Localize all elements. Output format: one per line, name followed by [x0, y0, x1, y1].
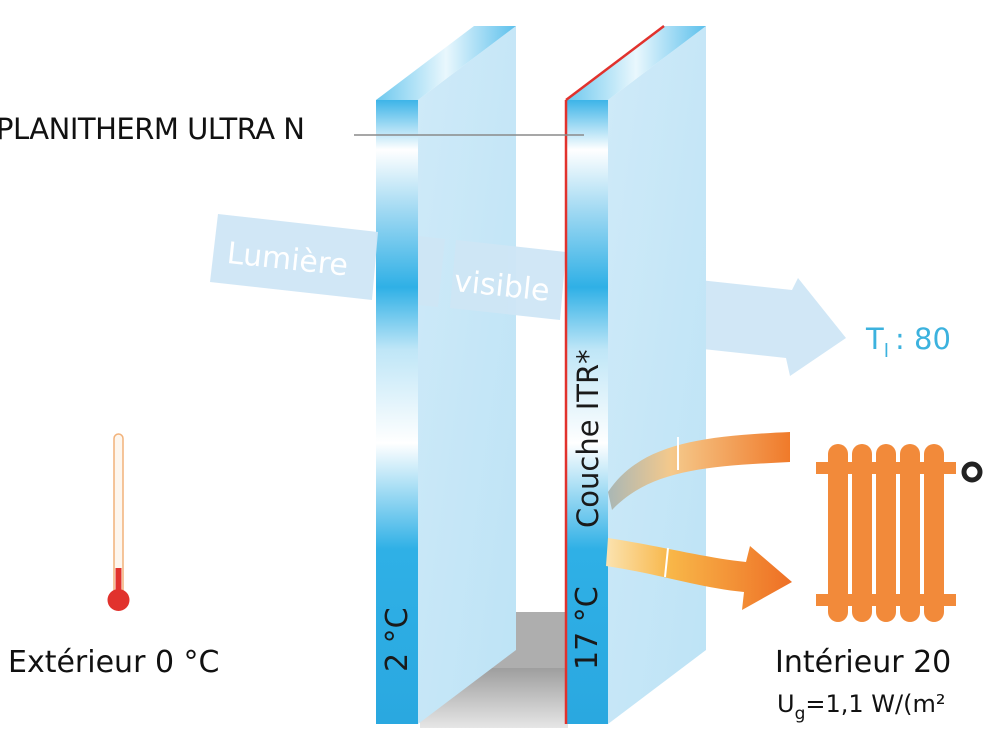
ug-symbol: U	[777, 690, 795, 718]
inner-pane-temperature: 17 °C	[570, 586, 605, 670]
ug-value: =1,1 W/(m²	[805, 690, 946, 718]
interior-label: Intérieur 20	[775, 645, 952, 680]
thermometer-icon	[107, 433, 130, 611]
radiator-icon	[816, 444, 983, 622]
coating-name-label: Couche ITR*	[571, 349, 605, 528]
outer-pane-temperature: 2 °C	[380, 607, 415, 672]
ug-subscript: g	[794, 704, 806, 724]
exterior-label: Extérieur 0 °C	[8, 645, 220, 680]
light-transmission-label: Tl : 80	[866, 322, 951, 362]
tl-value: : 80	[895, 322, 951, 356]
u-value-label: Ug=1,1 W/(m²	[777, 690, 945, 724]
reflected-heat-curve	[608, 432, 790, 510]
outer-glass-pane	[376, 26, 516, 724]
tl-symbol: T	[866, 322, 884, 356]
heat-arrow	[606, 538, 792, 610]
coating-product-label: PLANITHERM ULTRA N	[0, 112, 305, 146]
tl-subscript: l	[883, 340, 889, 362]
